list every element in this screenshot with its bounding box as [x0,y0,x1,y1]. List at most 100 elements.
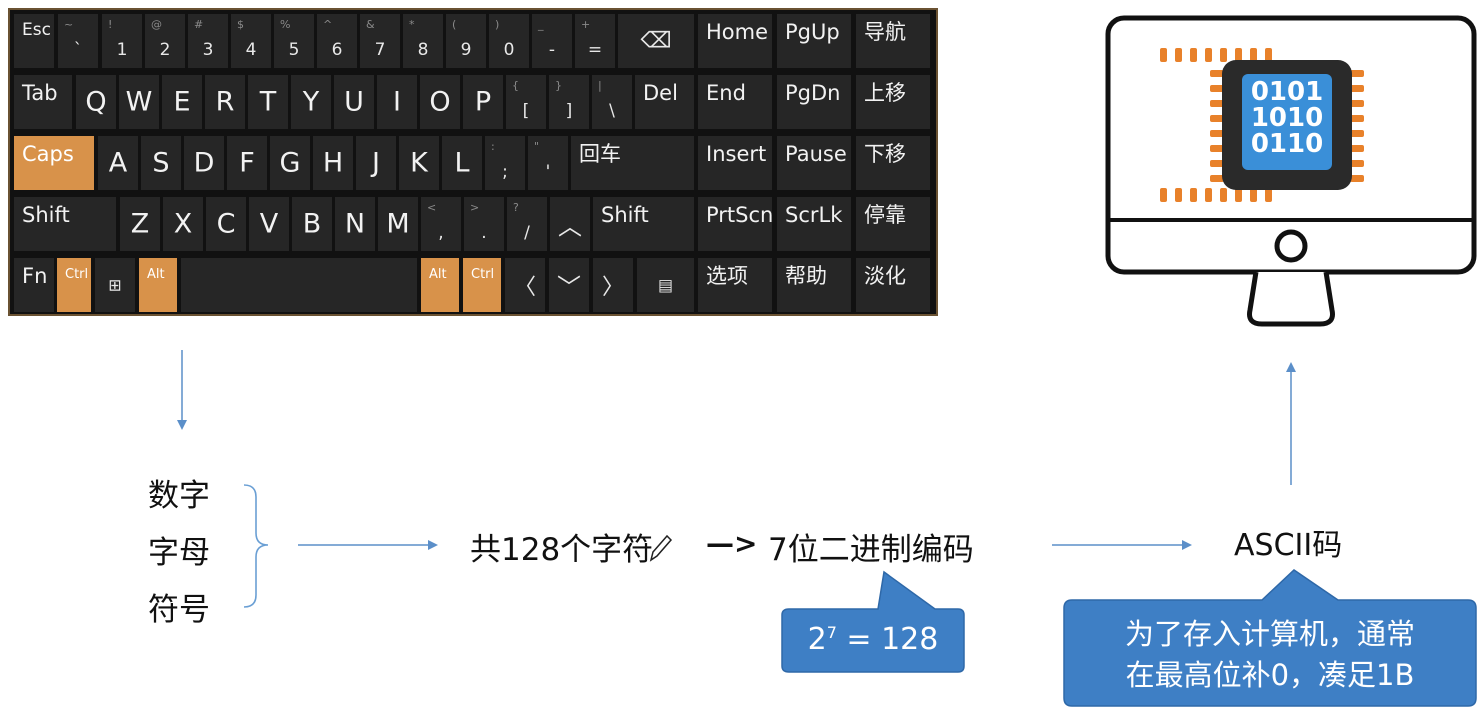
callout-note-line-1: 为了存入计算机，通常 [1124,617,1415,651]
chip-pin [1350,160,1364,167]
chip-pin [1160,48,1167,62]
chip-pin [1210,175,1224,182]
key-label: C [216,208,236,240]
key-shift-char: ! [108,18,113,31]
key-shift-char: * [409,18,415,31]
total-characters: 共128个字符 [470,524,673,569]
key-label: Ctrl [471,267,495,282]
key-label: P [474,86,492,118]
nav-key-4-1: 帮助 [777,258,851,312]
key-label: 下移 [864,142,906,166]
key-l: L [442,136,482,190]
key-shift-char: # [194,18,204,31]
transition-arrow: —> [706,527,758,560]
key-shift-char: : [491,140,495,153]
key-base-char: 6 [331,40,343,60]
key-label: Fn [22,264,48,288]
key-base-char: = [587,40,603,60]
menu-icon-glyph: ▤ [657,275,674,295]
key-base-char: , [438,223,444,243]
key-b: B [292,197,332,251]
nav-key-0-1: PgUp [777,14,851,68]
category-letters: 字母 [148,535,210,571]
key-v: V [249,197,289,251]
key-7: &7 [360,14,400,68]
key-label: ScrLk [785,203,843,227]
key-del: Del [635,75,694,129]
key-label: U [344,86,364,118]
key-base-char: - [548,40,556,60]
key-shift-right: Shift [593,197,694,251]
nav-key-4-0: 选项 [698,258,772,312]
key-q: Q [76,75,116,129]
callout-note-text: 为了存入计算机，通常 在最高位补0，凑足1B [1066,614,1474,696]
key-base-char: 8 [417,40,429,60]
key-shift-char: ~ [64,18,74,31]
key-backspace: ⌫ [618,14,694,68]
key-base-char: ] [565,101,573,121]
key-ctrl-right: Ctrl [463,258,501,312]
key-k: K [399,136,439,190]
key-label: 导航 [864,20,906,44]
key-s: S [141,136,181,190]
chip-binary-1: 0101 [1251,77,1323,107]
key-shift-char: $ [237,18,244,31]
nav-key-2-1: Pause [777,136,851,190]
key-x: X [163,197,203,251]
key-shift-char: } [555,79,562,92]
key-i: I [377,75,417,129]
chip-pin [1265,188,1272,202]
key-y: Y [291,75,331,129]
key-base-char: \ [609,101,615,121]
nav-key-3-1: ScrLk [777,197,851,251]
nav-key-0-0: Home [698,14,772,68]
key-label: 回车 [579,142,621,166]
nav-key-4-2: 淡化 [856,258,930,312]
key-alt-right: Alt [421,258,459,312]
power-exponent: 7 [826,623,837,642]
callout-power-text: 27 = 128 [784,622,962,657]
key-arrow-right-glyph: 〉 [601,275,625,300]
ascii-label: ASCII码 [1234,528,1343,563]
key-base-char: [ [522,101,530,121]
key-sym: :; [485,136,525,190]
key-base-char: 2 [159,40,171,60]
key-label: Caps [22,142,74,166]
key-esc: Esc [14,14,54,68]
key-n: N [335,197,375,251]
chip-pin [1175,48,1182,62]
key-0: )0 [489,14,529,68]
key-sym: {[ [506,75,546,129]
key-t: T [248,75,288,129]
nav-key-0-2: 导航 [856,14,930,68]
key-shift-char: + [581,18,591,31]
chip-pin [1210,160,1224,167]
callout-note-bubble [1063,569,1477,707]
key-4: $4 [231,14,271,68]
key-label: Insert [706,142,767,166]
cpu-chip-icon: 0101 1010 0110 [1160,48,1364,202]
key-shift-char: @ [151,18,162,31]
key-label: J [372,147,380,179]
key-r: R [205,75,245,129]
key-shift-char: ) [495,18,500,31]
key-alt-left: Alt [139,258,177,312]
key-shift-char: | [598,79,602,92]
chip-binary-3: 0110 [1251,129,1323,159]
chip-pin [1220,188,1227,202]
key-enter: 回车 [571,136,694,190]
key-label: I [393,86,401,118]
key-label: Alt [147,267,165,282]
key-a: A [98,136,138,190]
key-d: D [184,136,224,190]
key-label: S [152,147,170,179]
key-backspace-glyph: ⌫ [640,28,672,54]
key-shift-char: " [534,140,540,153]
chip-pin [1350,175,1364,182]
key-label: Esc [22,20,51,40]
menu-icon: ▤ [637,258,694,312]
key-label: G [279,147,301,179]
key-8: *8 [403,14,443,68]
key-=: += [575,14,615,68]
